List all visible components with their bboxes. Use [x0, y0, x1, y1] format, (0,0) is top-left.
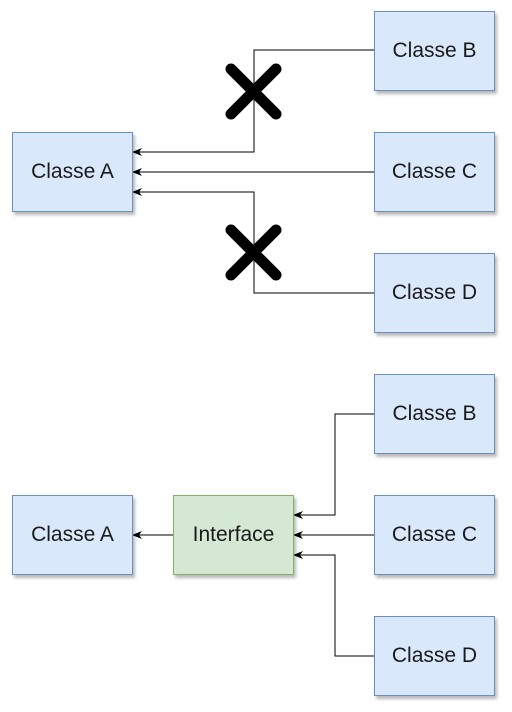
class-a-label: Classe A: [31, 523, 114, 546]
class-c-box-top[interactable]: Classe C: [374, 132, 495, 212]
class-a-box-top[interactable]: Classe A: [12, 132, 133, 212]
class-d-label: Classe D: [391, 281, 478, 304]
cross-icon-bottom: [225, 224, 282, 281]
class-c-box-bottom[interactable]: Classe C: [374, 495, 495, 575]
class-a-label: Classe A: [31, 160, 114, 183]
cross-icon-top: [225, 63, 282, 120]
class-c-label: Classe C: [391, 523, 478, 546]
class-b-box-top[interactable]: Classe B: [374, 11, 495, 91]
class-b-label: Classe B: [392, 402, 477, 425]
class-d-box-bottom[interactable]: Classe D: [374, 616, 495, 696]
class-b-box-bottom[interactable]: Classe B: [374, 374, 495, 454]
class-b-label: Classe B: [392, 39, 477, 62]
interface-box[interactable]: Interface: [173, 495, 294, 575]
class-d-label: Classe D: [391, 644, 478, 667]
class-c-label: Classe C: [391, 160, 478, 183]
edge-b-to-a: [132, 49, 374, 156]
class-d-box-top[interactable]: Classe D: [374, 253, 495, 333]
edge-d-to-interface: [293, 551, 374, 657]
edge-b-to-interface: [293, 413, 374, 519]
class-a-box-bottom[interactable]: Classe A: [12, 495, 133, 575]
interface-label: Interface: [192, 523, 275, 546]
edge-d-to-a: [132, 188, 374, 294]
